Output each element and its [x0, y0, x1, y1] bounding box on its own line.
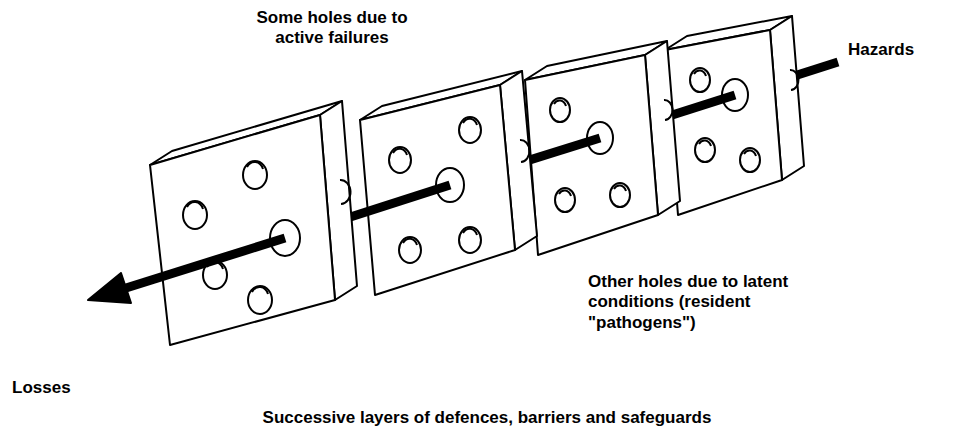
- arrow-head: [88, 273, 131, 303]
- losses-arrow: [126, 238, 285, 288]
- cheese-slice: [525, 41, 680, 255]
- annotation-label: Other holes due to latent conditions (re…: [588, 272, 803, 333]
- figure-caption: Successive layers of defences, barriers …: [0, 408, 974, 428]
- cheese-slice: [150, 101, 357, 345]
- annotation-label: Some holes due to active failures: [232, 8, 432, 49]
- annotation-label: Losses: [12, 378, 112, 398]
- cheese-slice: [665, 16, 804, 215]
- annotation-label: Hazards: [848, 40, 958, 60]
